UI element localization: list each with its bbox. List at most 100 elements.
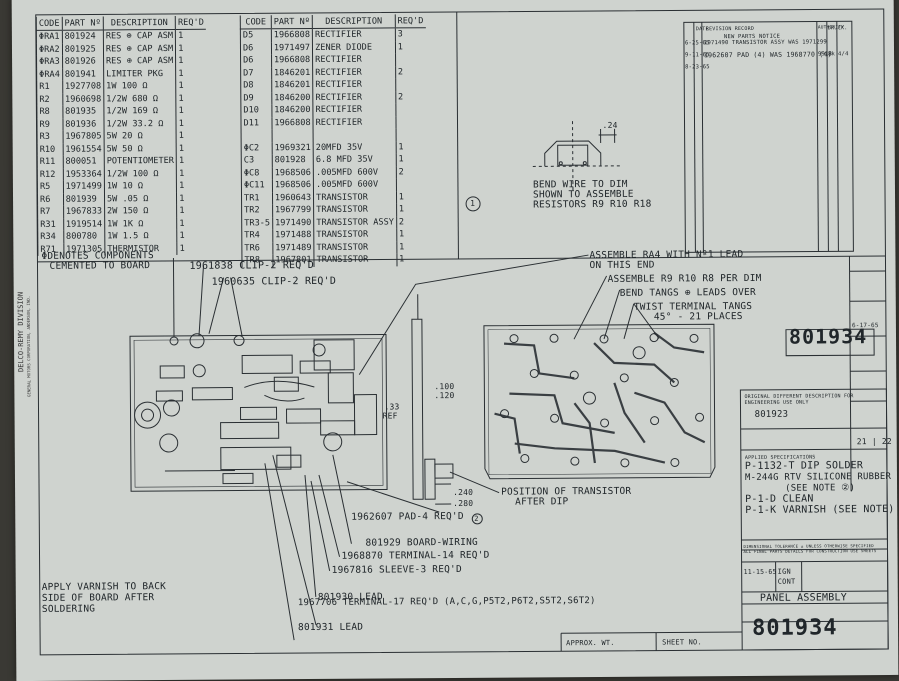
cell-part-no: 1961554 (63, 143, 104, 156)
callout-sleeve: 1967816 SLEEVE-3 REQ'D (332, 565, 462, 576)
note-cemented-2: CEMENTED TO BOARD (49, 261, 150, 272)
cell-description: 5W 50 Ω (104, 142, 176, 155)
bend-note-3: RESISTORS R9 R10 R18 (533, 200, 651, 211)
col-code: CODE (36, 17, 62, 31)
cell-code: ΦRA4 (37, 68, 63, 81)
rev-dr-b: 8k (828, 49, 835, 60)
cont-label: CONT (778, 577, 796, 588)
cell-code: TR6 (242, 242, 273, 255)
cell-code: D8 (241, 79, 272, 92)
col-description: DESCRIPTION (103, 16, 175, 30)
cell-part-no: 1971489 (273, 241, 314, 254)
cell-reqd: 1 (177, 242, 207, 255)
cell-code: R11 (37, 156, 63, 169)
cell-code: R6 (37, 193, 63, 206)
cell-code: ΦC2 (241, 142, 272, 155)
cell-reqd (396, 178, 426, 191)
cell-description: 1/2W 100 Ω (104, 167, 176, 180)
cell-description: 20MFD 35V (313, 141, 396, 154)
cell-code: D5 (240, 29, 271, 42)
cell-code: TR4 (242, 229, 273, 242)
cell-part-no: 1846200 (272, 104, 313, 117)
cell-part-no: 801924 (62, 30, 103, 43)
cell-code: D11 (241, 117, 272, 130)
rev-header-dr: DR. (828, 23, 838, 34)
col-part-no: PART Nº (62, 16, 103, 30)
cell-description: RECTIFIER (313, 116, 396, 129)
cell-reqd: 1 (397, 253, 427, 266)
cell-reqd (395, 53, 425, 66)
cell-part-no: 801941 (62, 68, 103, 81)
cell-description: 6.8 MFD 35V (313, 153, 396, 166)
cell-code: TR2 (242, 204, 273, 217)
cell-reqd: 1 (176, 42, 206, 55)
cell-reqd: 2 (396, 166, 426, 179)
cell-part-no: 801928 (272, 154, 313, 167)
cell-description: RECTIFIER (313, 53, 396, 66)
cell-description: 1W 1.5 Ω (105, 230, 177, 243)
col-reqd: REQ'D (395, 14, 425, 28)
sheet-ref: 21 | 22 (857, 437, 892, 448)
cell-part-no: 1960698 (62, 93, 103, 106)
cell-reqd (395, 78, 425, 91)
pad-note-number: 2 (474, 514, 478, 525)
cell-code (241, 129, 272, 142)
cell-code: D6 (241, 54, 272, 67)
spec-1: P-1132-T DIP SOLDER (745, 461, 863, 472)
note-varnish-3: SOLDERING (42, 605, 95, 616)
note-varnish-2: SIDE OF BOARD AFTER (42, 593, 155, 604)
cell-part-no: 801939 (63, 193, 104, 206)
cell-description: RECTIFIER (313, 66, 396, 79)
cell-reqd: 2 (395, 66, 425, 79)
cell-code: ΦRA1 (36, 30, 62, 43)
callout-twist-2: 45° - 21 PLACES (654, 312, 743, 323)
cell-part-no: 801936 (63, 118, 104, 131)
cell-part-no: 801926 (62, 55, 103, 68)
cell-reqd: 1 (176, 29, 206, 42)
cell-reqd: 1 (396, 191, 426, 204)
col-description: DESCRIPTION (312, 14, 395, 28)
cell-reqd: 1 (177, 217, 207, 230)
cell-description: .005MFD 600V (313, 178, 396, 191)
cell-code: TR3-5 (242, 217, 273, 230)
cell-part-no: 1968506 (272, 166, 313, 179)
callout-bend-tangs: BEND TANGS ⊕ LEADS OVER (620, 288, 756, 299)
cell-reqd: 1 (177, 205, 207, 218)
cell-reqd: 1 (396, 153, 426, 166)
cell-reqd: 1 (396, 141, 426, 154)
cell-description: TRANSISTOR ASSY (314, 216, 397, 229)
note-number: 1 (470, 199, 475, 210)
drawing-part-number: 801934 (752, 623, 838, 634)
cell-part-no: 1966808 (272, 116, 313, 129)
cell-part-no: 801935 (63, 105, 104, 118)
cell-reqd (396, 103, 426, 116)
cell-part-no: 1846201 (271, 66, 312, 79)
cell-reqd: 1 (177, 180, 207, 193)
cell-reqd: 1 (176, 142, 206, 155)
side-division: DELCO-REMY DIVISION (17, 292, 26, 372)
rev-header-ck: CK. (838, 23, 848, 34)
rev-date-c: 8-23-65 (685, 62, 710, 73)
cell-code: R8 (37, 106, 63, 119)
cell-description: TRANSISTOR (314, 203, 397, 216)
cell-part-no (272, 129, 313, 142)
side-corp: GENERAL MOTORS CORPORATION, ANDERSON, IN… (26, 296, 32, 397)
cell-code: R34 (38, 231, 64, 244)
cell-code: R10 (37, 143, 63, 156)
cell-part-no: 1971499 (63, 180, 104, 193)
cell-part-no: 1966808 (271, 28, 312, 41)
tolerance-2: ALL FINAL PARTS DETAILS FOR CONSTRUCTION… (743, 546, 876, 557)
cell-part-no: 1969321 (272, 141, 313, 154)
cell-description: RECTIFIER (313, 103, 396, 116)
cell-reqd: 1 (176, 117, 206, 130)
cell-code: D9 (241, 92, 272, 105)
